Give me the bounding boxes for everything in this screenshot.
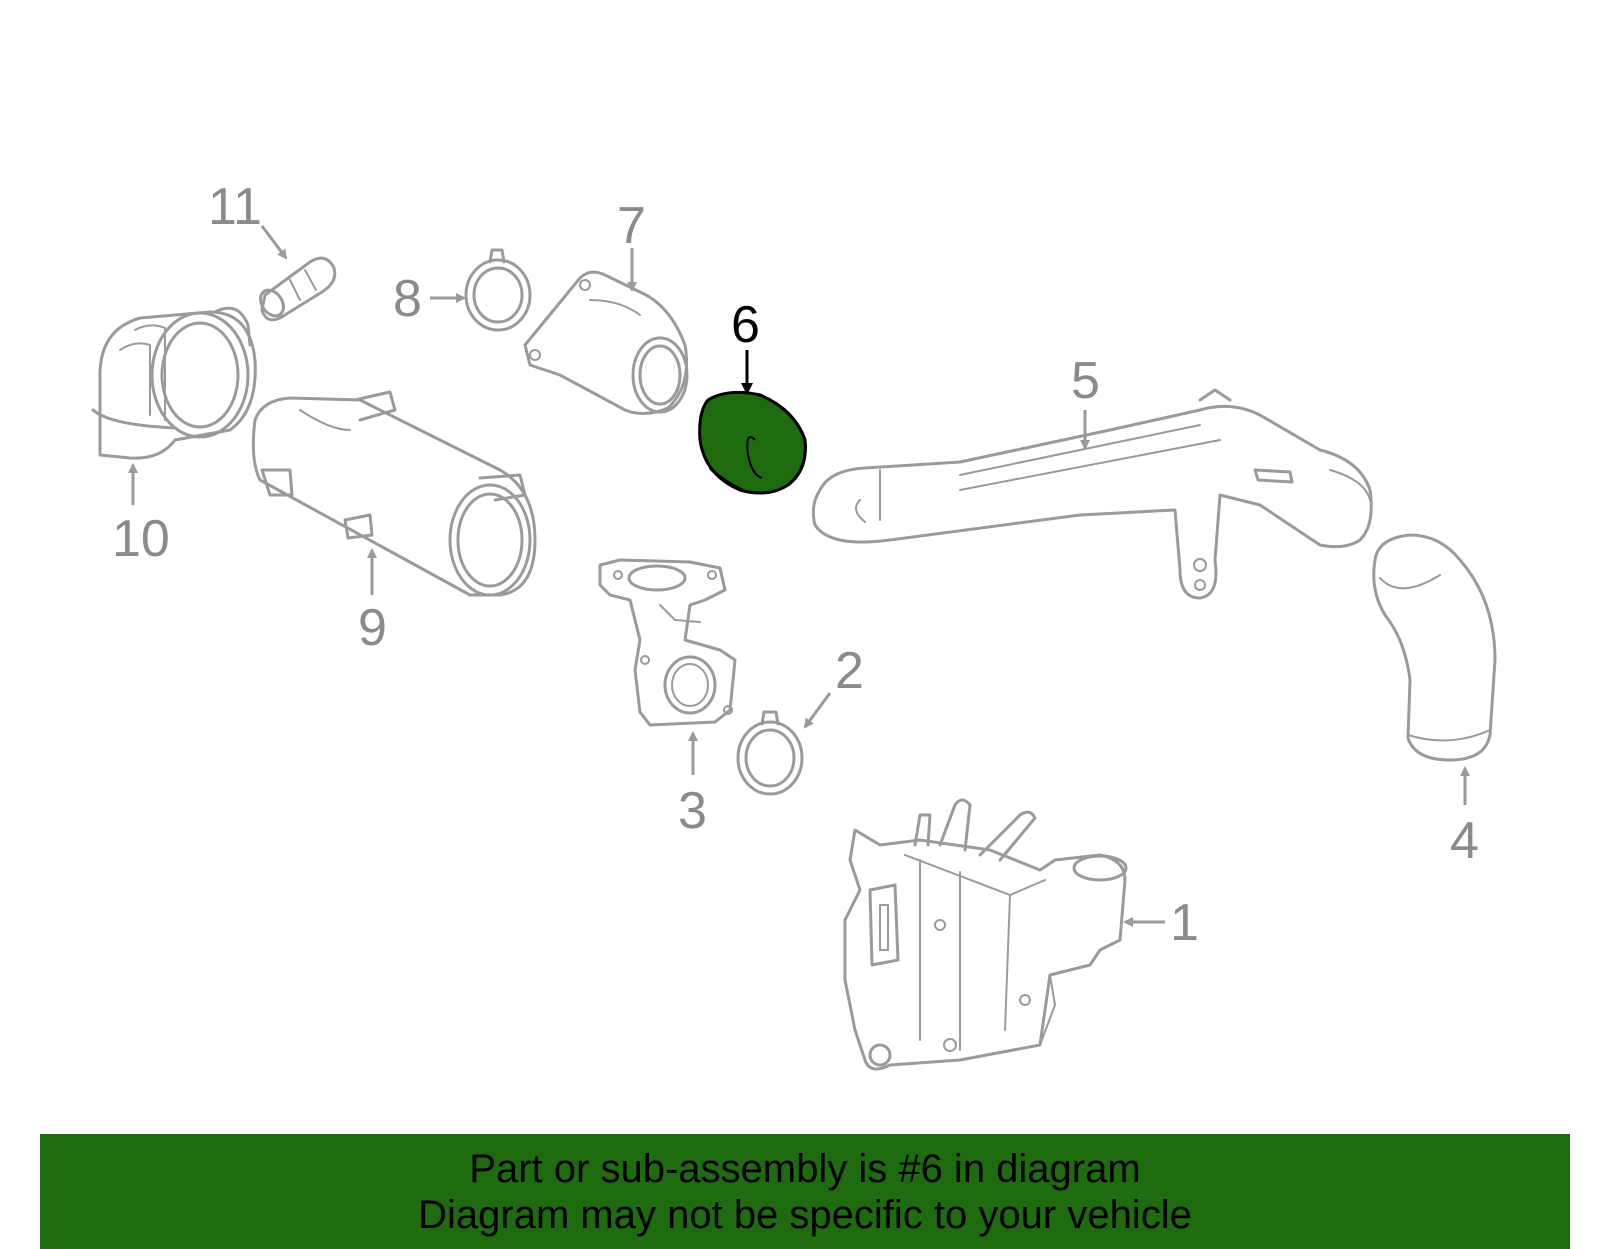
part-5-intercooler-pipe[interactable] (811, 388, 1373, 600)
footer-line-1: Part or sub-assembly is #6 in diagram (469, 1147, 1141, 1191)
leader-2 (803, 692, 832, 729)
callout-9[interactable]: 9 (358, 599, 387, 657)
leader-11 (260, 225, 288, 260)
part-4-curved-hose[interactable] (1372, 533, 1497, 762)
callout-5[interactable]: 5 (1071, 352, 1100, 410)
callout-leaders (128, 225, 1470, 927)
callout-7[interactable]: 7 (617, 197, 646, 255)
callout-3[interactable]: 3 (678, 782, 707, 840)
part-1-charge-air-cooler[interactable] (843, 798, 1128, 1071)
callout-11[interactable]: 11 (208, 178, 262, 236)
part-3-throttle-flange[interactable] (598, 558, 737, 727)
part-2-clamp-ring[interactable] (736, 710, 804, 796)
footer-banner: Part or sub-assembly is #6 in diagram Di… (40, 1134, 1570, 1249)
callout-8[interactable]: 8 (393, 270, 422, 328)
callout-4[interactable]: 4 (1450, 812, 1479, 870)
part-9-air-tube[interactable] (251, 390, 537, 597)
part-10-elbow-duct[interactable] (91, 306, 257, 460)
callout-numbers: 11 10 9 8 7 6 5 4 3 2 1 (112, 178, 1479, 952)
part-11-fitting[interactable] (256, 256, 337, 322)
callout-2[interactable]: 2 (835, 642, 864, 700)
part-6-coupler-highlighted[interactable] (698, 390, 807, 495)
part-7-flanged-tube[interactable] (523, 270, 689, 415)
callout-10[interactable]: 10 (112, 510, 170, 568)
part-8-clamp-ring[interactable] (464, 248, 532, 332)
callout-1[interactable]: 1 (1170, 894, 1199, 952)
footer-line-2: Diagram may not be specific to your vehi… (418, 1193, 1192, 1237)
callout-6[interactable]: 6 (731, 296, 760, 354)
